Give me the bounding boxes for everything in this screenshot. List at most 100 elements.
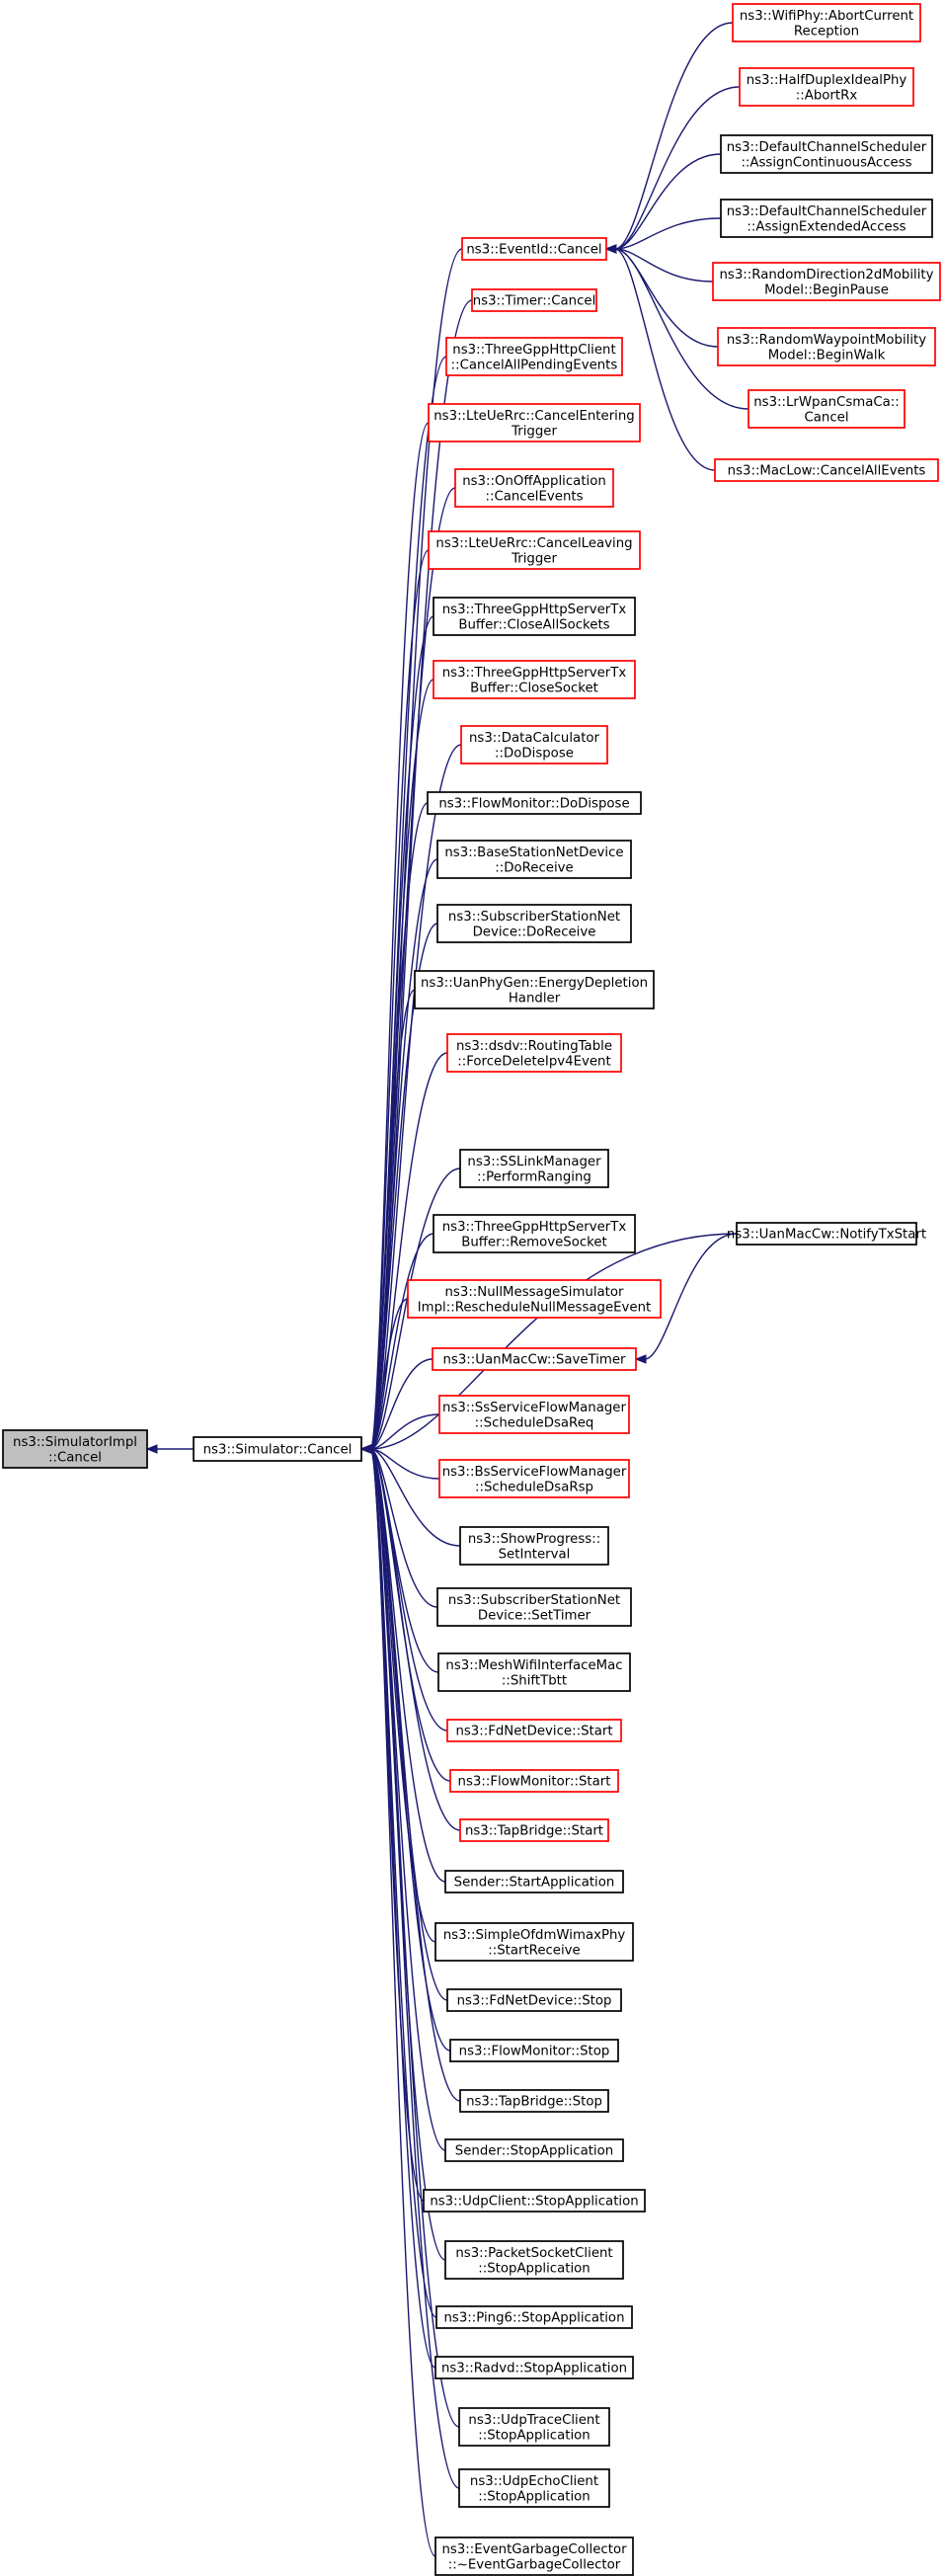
node-box — [2, 1429, 148, 1469]
node-senderstop[interactable]: Sender::StopApplication — [444, 2138, 624, 2162]
edges-layer — [145, 22, 749, 2557]
node-udpclient[interactable]: ns3::UdpClient::StopApplication — [423, 2189, 646, 2213]
node-subscribertimer[interactable]: ns3::SubscriberStationNetDevice::SetTime… — [436, 1587, 632, 1627]
node-flowstop[interactable]: ns3::FlowMonitor::Stop — [449, 2039, 619, 2062]
node-eventgc[interactable]: ns3::EventGarbageCollector::~EventGarbag… — [434, 2536, 634, 2576]
node-label-line: ns3::UdpClient::StopApplication — [430, 2195, 638, 2210]
node-randomdir[interactable]: ns3::RandomDirection2dMobilityModel::Beg… — [712, 262, 941, 301]
node-dsdv[interactable]: ns3::dsdv::RoutingTable::ForceDeleteIpv4… — [446, 1033, 622, 1073]
node-meshwifi[interactable]: ns3::MeshWifiInterfaceMac::ShiftTbtt — [437, 1652, 631, 1692]
node-label-line: Impl::RescheduleNullMessageEvent — [418, 1300, 652, 1315]
node-box — [445, 337, 623, 376]
edge-sslink-to-simcancel — [369, 1167, 461, 1450]
node-flowdispose[interactable]: ns3::FlowMonitor::DoDispose — [427, 791, 642, 815]
node-box — [458, 2407, 610, 2447]
node-label-line: ::StopApplication — [478, 2428, 591, 2443]
node-label-line: ns3::UanPhyGen::EnergyDepletion — [421, 976, 648, 991]
node-eventid[interactable]: ns3::EventId::Cancel — [461, 237, 607, 261]
node-label-line: ns3::LrWpanCsmaCa:: — [753, 395, 900, 410]
node-datacalc[interactable]: ns3::DataCalculator::DoDispose — [460, 725, 608, 765]
node-timer[interactable]: ns3::Timer::Cancel — [471, 288, 597, 312]
node-box — [444, 1870, 624, 1893]
nodes-layer: ns3::SimulatorImpl::Cancelns3::Simulator… — [2, 3, 941, 2576]
node-flowstart[interactable]: ns3::FlowMonitor::Start — [449, 1769, 619, 1793]
node-box — [446, 1719, 622, 1742]
node-lrwpan[interactable]: ns3::LrWpanCsmaCa::Cancel — [748, 389, 906, 429]
node-label-line: ns3::FdNetDevice::Start — [455, 1725, 612, 1739]
node-box — [438, 1395, 630, 1434]
node-uansave[interactable]: ns3::UanMacCw::SaveTimer — [432, 1347, 637, 1371]
node-randomway[interactable]: ns3::RandomWaypointMobilityModel::BeginW… — [717, 327, 936, 366]
node-udpecho[interactable]: ns3::UdpEchoClient::StopApplication — [458, 2468, 610, 2508]
node-box — [459, 1818, 609, 1842]
node-subscriberrecv[interactable]: ns3::SubscriberStationNetDevice::DoRecei… — [436, 904, 632, 943]
node-box — [732, 3, 921, 42]
node-label-line: ::Cancel — [48, 1450, 102, 1465]
edge-uannotify-to-uansave — [644, 1233, 738, 1360]
node-box — [428, 530, 641, 570]
node-box — [436, 904, 632, 943]
node-simpleofdm[interactable]: ns3::SimpleOfdmWimaxPhy::StartReceive — [434, 1922, 634, 1962]
edge-halfduplex-to-eventid — [614, 86, 741, 250]
node-label-line: ns3::DefaultChannelScheduler — [727, 140, 927, 155]
node-ping6[interactable]: ns3::Ping6::StopApplication — [435, 2305, 633, 2329]
node-box — [436, 1587, 632, 1627]
edge-radvd-to-simcancel — [369, 1448, 436, 2369]
edge-bsservice-to-simcancel — [369, 1448, 440, 1480]
node-label-line: ns3::HalfDuplexIdealPhy — [747, 73, 907, 88]
node-uannotify[interactable]: ns3::UanMacCw::NotifyTxStart — [727, 1222, 926, 1246]
node-threegppclient[interactable]: ns3::ThreeGppHttpClient::CancelAllPendin… — [445, 337, 623, 376]
node-sslink[interactable]: ns3::SSLinkManager::PerformRanging — [459, 1149, 609, 1188]
node-bsservice[interactable]: ns3::BsServiceFlowManager::ScheduleDsaRs… — [438, 1459, 630, 1498]
node-closeall[interactable]: ns3::ThreeGppHttpServerTxBuffer::CloseAl… — [433, 597, 636, 636]
node-nullmsg[interactable]: ns3::NullMessageSimulatorImpl::Reschedul… — [407, 1279, 662, 1319]
node-removesocket[interactable]: ns3::ThreeGppHttpServerTxBuffer::RemoveS… — [433, 1214, 636, 1253]
node-label-line: ns3::MeshWifiInterfaceMac — [445, 1658, 622, 1673]
node-fdstart[interactable]: ns3::FdNetDevice::Start — [446, 1719, 622, 1742]
node-halfduplex[interactable]: ns3::HalfDuplexIdealPhy::AbortRx — [739, 67, 914, 107]
node-showprogress[interactable]: ns3::ShowProgress::SetInterval — [459, 1526, 609, 1566]
node-label-line: ns3::DefaultChannelScheduler — [727, 204, 927, 219]
node-label-line: Model::BeginWalk — [768, 348, 886, 362]
node-label-line: ns3::EventGarbageCollector — [441, 2542, 627, 2557]
node-label-line: ns3::DataCalculator — [469, 731, 600, 746]
node-label-line: ::ShiftTbtt — [502, 1673, 567, 1688]
node-label-line: Model::BeginPause — [764, 282, 889, 297]
node-defextended[interactable]: ns3::DefaultChannelScheduler::AssignExte… — [720, 199, 933, 238]
node-label-line: ::AssignContinuousAccess — [741, 155, 911, 170]
node-label-line: Device::DoReceive — [473, 925, 596, 939]
node-label-line: ns3::dsdv::RoutingTable — [456, 1039, 612, 1054]
node-maclow[interactable]: ns3::MacLow::CancelAllEvents — [714, 458, 939, 482]
node-onoff[interactable]: ns3::OnOffApplication::CancelEvents — [454, 468, 614, 508]
node-box — [434, 2536, 634, 2576]
node-udptrace[interactable]: ns3::UdpTraceClient::StopApplication — [458, 2407, 610, 2447]
node-label-line: ns3::SubscriberStationNet — [448, 1593, 620, 1608]
node-box — [459, 2089, 609, 2113]
node-senderstart[interactable]: Sender::StartApplication — [444, 1870, 624, 1893]
node-tapstop[interactable]: ns3::TapBridge::Stop — [459, 2089, 609, 2113]
arrowhead-eventgc-to-simcancel — [359, 1444, 372, 1454]
edge-eventgc-to-simcancel — [369, 1448, 436, 2557]
node-ssservice[interactable]: ns3::SsServiceFlowManager::ScheduleDsaRe… — [438, 1395, 630, 1434]
node-closesocket[interactable]: ns3::ThreeGppHttpServerTxBuffer::CloseSo… — [433, 660, 636, 699]
edge-uannotify-to-simcancel — [369, 1233, 738, 1450]
node-label-line: ns3::EventId::Cancel — [466, 243, 601, 258]
node-box — [414, 970, 655, 1009]
node-label-line: ns3::ThreeGppHttpClient — [452, 343, 615, 358]
node-basestation[interactable]: ns3::BaseStationNetDevice::DoReceive — [436, 840, 632, 879]
node-tapstart[interactable]: ns3::TapBridge::Start — [459, 1818, 609, 1842]
node-defcontinuous[interactable]: ns3::DefaultChannelScheduler::AssignCont… — [720, 134, 933, 174]
node-box — [434, 2356, 634, 2379]
node-box — [458, 2468, 610, 2508]
node-box — [433, 1214, 636, 1253]
node-fdstop[interactable]: ns3::FdNetDevice::Stop — [446, 1988, 622, 2012]
node-radvd[interactable]: ns3::Radvd::StopApplication — [434, 2356, 634, 2379]
edge-removesocket-to-simcancel — [369, 1233, 434, 1450]
node-packetsocket[interactable]: ns3::PacketSocketClient::StopApplication — [444, 2240, 624, 2280]
node-label-line: ns3::SubscriberStationNet — [448, 910, 620, 925]
node-simcancel[interactable]: ns3::Simulator::Cancel — [193, 1436, 362, 1462]
